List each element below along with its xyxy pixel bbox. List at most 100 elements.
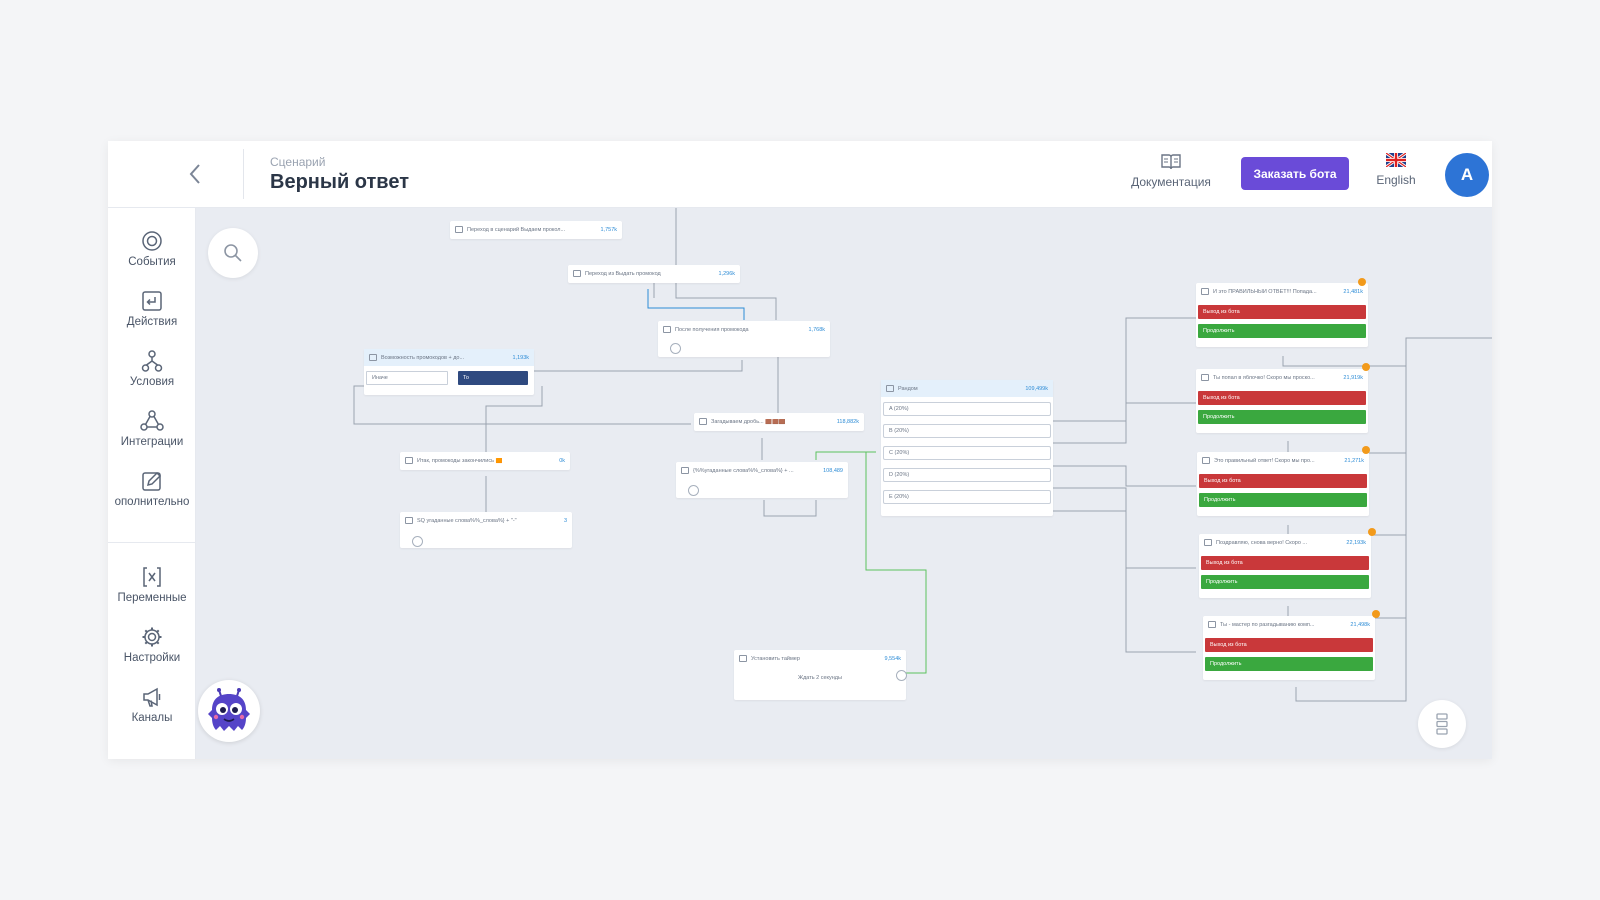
documentation-button[interactable]: Документация [1123, 153, 1219, 199]
reply-icon [142, 291, 162, 311]
node-random[interactable]: Рандом 109,499k A (20%) B (20%) C (20%) D… [881, 380, 1053, 516]
add-connector-icon[interactable] [688, 485, 699, 496]
node-condition-promo[interactable]: Возможность промокодов + до...1,193k Ина… [364, 349, 534, 395]
node-response-3[interactable]: Это правильный ответ! Скоро мы про...21,… [1197, 452, 1369, 516]
node-stat: 108,489 [823, 467, 843, 474]
assistant-mascot-button[interactable] [198, 680, 260, 742]
continue-button[interactable]: Продолжить [1199, 493, 1367, 507]
node-stat: 118,882k [836, 418, 859, 425]
random-branch[interactable]: D (20%) [883, 468, 1051, 482]
condition-else[interactable]: Иначе [366, 371, 448, 385]
sidebar-item-integrations[interactable]: Интеграции [108, 410, 196, 466]
message-icon [405, 457, 413, 464]
node-guess-fraction[interactable]: Загадываем дробь... 🟫🟫🟫 118,882k [694, 413, 864, 431]
clock-icon [739, 655, 747, 662]
node-stat: 21,498k [1350, 621, 1370, 628]
node-response-4[interactable]: Поздравляю, снова верно! Скоро ...22,193… [1199, 534, 1371, 598]
exit-bot-button[interactable]: Выход из бота [1201, 556, 1369, 570]
warning-icon [1362, 363, 1370, 371]
flow-icon [455, 226, 463, 233]
node-title: Ты - мастер по разгадыванию комп... [1220, 621, 1315, 628]
node-title: Установить таймер [751, 655, 800, 662]
variable-icon [143, 567, 161, 587]
timer-delay-text: Ждать 2 секунды [798, 675, 842, 681]
node-title: Рандом [898, 385, 918, 392]
header: Сценарий Верный ответ Документация Заказ… [108, 141, 1492, 208]
node-title: {%%угаданные слова%%_слова%} + ... [693, 467, 794, 474]
sidebar-item-events[interactable]: События [108, 230, 196, 286]
node-response-2[interactable]: Ты попал в яблочко! Скоро мы проско... 21… [1196, 369, 1368, 433]
node-title: Итак, промокоды закончились 🟧 [417, 457, 503, 464]
search-icon [224, 244, 242, 262]
continue-button[interactable]: Продолжить [1201, 575, 1369, 589]
node-title: Переход из Выдать промокод [585, 270, 661, 277]
bot-mascot-icon [208, 688, 250, 731]
continue-button[interactable]: Продолжить [1198, 324, 1366, 338]
random-branch[interactable]: E (20%) [883, 490, 1051, 504]
node-stat: 21,919k [1343, 374, 1363, 381]
sidebar-item-additional[interactable]: ополнительно [108, 470, 196, 526]
sidebar-item-actions[interactable]: Действия [108, 290, 196, 346]
canvas-search-button[interactable] [208, 228, 258, 278]
minimap-toggle-button[interactable] [1418, 700, 1466, 748]
warning-icon [1368, 528, 1376, 536]
random-branch[interactable]: A (20%) [883, 402, 1051, 416]
order-bot-button[interactable]: Заказать бота [1241, 157, 1349, 190]
sidebar-item-settings[interactable]: Настройки [108, 626, 196, 682]
sidebar-item-conditions[interactable]: Условия [108, 350, 196, 406]
sidebar-item-label: ополнительно [114, 496, 190, 508]
node-title: Загадываем дробь... 🟫🟫🟫 [711, 418, 786, 425]
node-title: Это правильный ответ! Скоро мы про... [1214, 457, 1315, 464]
sql-icon [681, 467, 689, 474]
node-stat: 109,499k [1025, 385, 1048, 392]
branch-icon [141, 350, 163, 372]
node-guessed-words[interactable]: {%%угаданные слова%%_слова%} + ... 108,48… [676, 462, 848, 498]
warning-icon [1358, 278, 1366, 286]
continue-button[interactable]: Продолжить [1205, 657, 1373, 671]
sidebar-item-label: Условия [129, 376, 175, 388]
node-response-1[interactable]: И это ПРАВИЛЬНЫЙ ОТВЕТ!!! Попада...21,48… [1196, 283, 1368, 347]
edit-icon [142, 471, 162, 491]
condition-then[interactable]: То [458, 371, 528, 385]
node-stat: 1,757k [600, 226, 617, 233]
node-promos-ended[interactable]: Итак, промокоды закончились 🟧0k [400, 452, 570, 470]
documentation-label: Документация [1131, 175, 1211, 189]
node-goto-scenario[interactable]: Переход в сценарий Выдаем прокол...1,757… [450, 221, 622, 239]
language-label: English [1376, 173, 1416, 187]
sidebar-item-variables[interactable]: Переменные [108, 566, 196, 622]
node-stat: 1,193k [512, 354, 529, 361]
node-sql-words[interactable]: SQ угаданные слова%%_слова%} + "-"3 [400, 512, 572, 548]
target-icon [142, 231, 162, 251]
exit-bot-button[interactable]: Выход из бота [1205, 638, 1373, 652]
sidebar-item-label: Каналы [131, 712, 173, 724]
message-icon [1204, 539, 1212, 546]
branch-icon [369, 354, 377, 361]
add-connector-icon[interactable] [412, 536, 423, 547]
node-title: SQ угаданные слова%%_слова%} + "-" [417, 517, 517, 524]
sidebar-item-label: Интеграции [120, 436, 184, 448]
node-title: Поздравляю, снова верно! Скоро ... [1216, 539, 1307, 546]
random-branch[interactable]: B (20%) [883, 424, 1051, 438]
integration-icon [140, 410, 164, 431]
user-avatar[interactable]: A [1445, 153, 1489, 197]
language-switcher[interactable]: English [1366, 153, 1426, 199]
exit-bot-button[interactable]: Выход из бота [1199, 474, 1367, 488]
continue-button[interactable]: Продолжить [1198, 410, 1366, 424]
exit-bot-button[interactable]: Выход из бота [1198, 305, 1366, 319]
sidebar-item-channels[interactable]: Каналы [108, 686, 196, 742]
random-branch[interactable]: C (20%) [883, 446, 1051, 460]
add-connector-icon[interactable] [670, 343, 681, 354]
back-button[interactable] [180, 159, 210, 189]
add-connector-icon[interactable] [896, 670, 907, 681]
node-set-timer[interactable]: Установить таймер 9,554k Ждать 2 секунды [734, 650, 907, 700]
message-icon [1202, 457, 1210, 464]
flow-canvas[interactable]: Переход в сценарий Выдаем прокол...1,757… [196, 208, 1492, 759]
layout-icon [1436, 713, 1448, 735]
node-response-5[interactable]: Ты - мастер по разгадыванию комп... 21,49… [1203, 616, 1375, 680]
node-title: Ты попал в яблочко! Скоро мы проско... [1213, 374, 1315, 381]
node-stat: 9,554k [884, 655, 901, 662]
exit-bot-button[interactable]: Выход из бота [1198, 391, 1366, 405]
connection-lines [353, 208, 1492, 702]
